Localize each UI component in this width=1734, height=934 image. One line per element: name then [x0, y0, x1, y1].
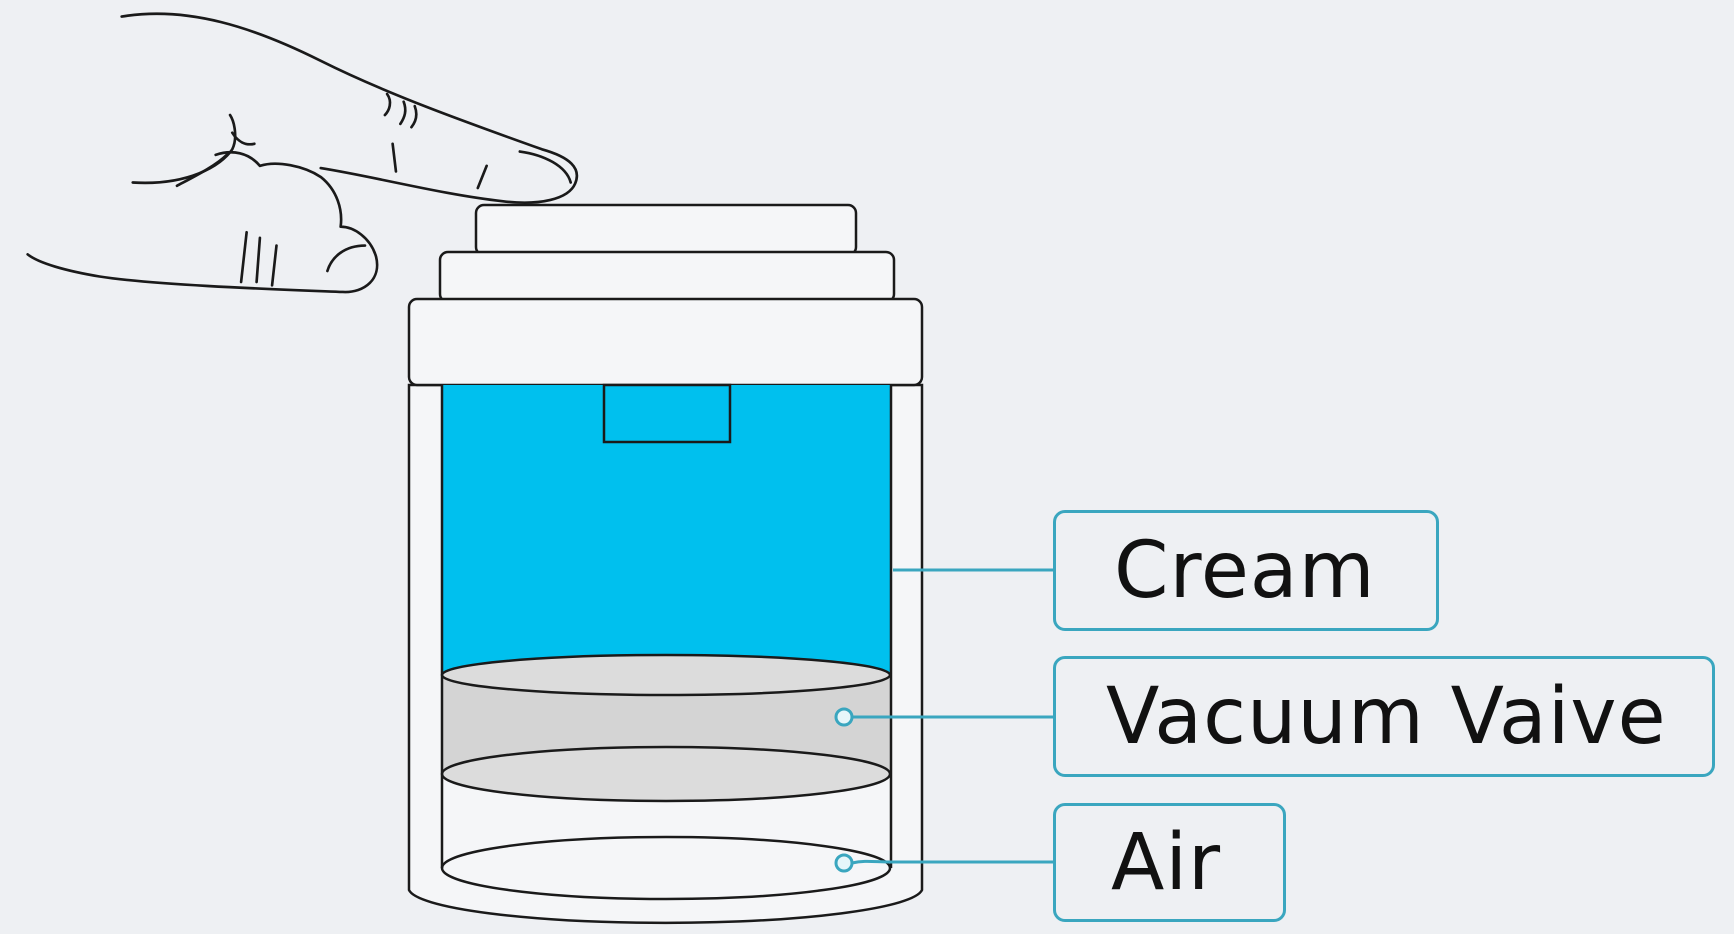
hand-icon	[26, 12, 579, 294]
vacuum-valve-label-text: Vacuum Vaive	[1106, 671, 1667, 762]
air-callout-dot	[834, 853, 854, 873]
air-label: Air	[1053, 803, 1286, 922]
valve-callout-dot	[834, 707, 854, 727]
vacuum-valve-label: Vacuum Vaive	[1053, 656, 1715, 777]
dip-tube-tab	[602, 383, 732, 444]
jar-shoulder	[407, 297, 924, 387]
valve-top	[440, 653, 892, 697]
cream-label: Cream	[1053, 510, 1439, 631]
valve-bottom	[440, 745, 892, 803]
cream-label-text: Cream	[1114, 525, 1376, 616]
air-callout-line	[851, 859, 1053, 865]
pump-button	[474, 203, 858, 257]
air-label-text: Air	[1111, 817, 1222, 908]
jar-base-inner	[440, 835, 892, 901]
pump-collar	[438, 250, 896, 304]
